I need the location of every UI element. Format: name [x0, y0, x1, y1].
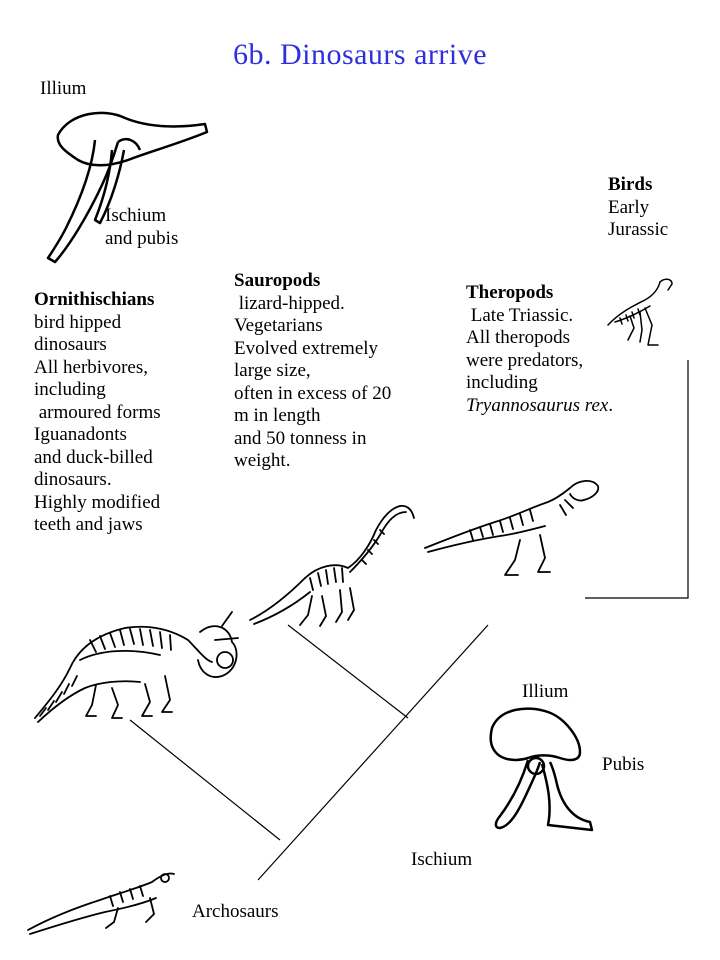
sauropods-line: weight. — [234, 450, 291, 471]
clade-line-bird-bracket — [585, 360, 688, 598]
ornithischians-line: All herbivores, — [34, 356, 148, 378]
label-and-pubis: and pubis — [105, 227, 179, 249]
theropods-line: All theropods — [466, 327, 570, 348]
theropods-species-line: Tryannosaurus rex. — [466, 395, 613, 418]
archosaur-skeleton-icon — [28, 873, 174, 934]
theropods-line: Late Triassic. — [466, 304, 574, 326]
sauropods-line: Evolved extremely — [234, 337, 379, 359]
birds-heading: Birds — [608, 174, 653, 195]
label-illium-bottom: Illium — [522, 681, 569, 702]
label-ischium-bottom: Ischium — [411, 849, 473, 870]
ornithischians-text: Ornithischians bird hipped dinosaurs All… — [34, 289, 161, 537]
triceratops-skeleton-icon — [35, 612, 238, 722]
theropods-line: including — [466, 372, 538, 393]
sauropods-line: large size, — [234, 360, 311, 381]
theropods-species: Tryannosaurus rex — [466, 394, 609, 416]
birds-line: Early — [608, 196, 650, 218]
ornithischians-line: dinosaurs. — [34, 469, 112, 490]
bird-hip-pelvis-icon — [48, 113, 207, 262]
tyrannosaurus-skeleton-icon — [425, 481, 598, 575]
theropods-heading: Theropods — [466, 282, 554, 303]
theropods-line: were predators, — [466, 349, 584, 371]
ornithischians-line: including — [34, 379, 106, 400]
birds-line: Jurassic — [608, 219, 669, 240]
theropods-text: Theropods Late Triassic. All theropods w… — [466, 282, 613, 417]
ornithischians-line: Highly modified — [34, 491, 161, 513]
sauropods-line: and 50 tonness in — [234, 427, 367, 449]
clade-line-archosaur-trunk — [258, 625, 488, 880]
label-pubis: Pubis — [602, 754, 645, 775]
birds-text: Birds Early Jurassic — [608, 174, 668, 242]
sauropods-heading: Sauropods — [234, 270, 321, 291]
sauropods-line: m in length — [234, 405, 321, 426]
ornithischians-line: dinosaurs — [34, 334, 107, 355]
sauropod-skeleton-icon — [250, 506, 414, 626]
ornithischians-line: armoured forms — [34, 401, 161, 423]
sauropods-line: often in excess of 20 — [234, 382, 392, 404]
theropods-species-suffix: . — [608, 394, 614, 416]
sauropods-text: Sauropods lizard-hipped. Vegetarians Evo… — [234, 270, 391, 473]
label-illium-top: Illium — [40, 78, 87, 99]
label-ischium: Ischium — [105, 205, 167, 226]
sauropods-line: Vegetarians — [234, 315, 323, 336]
clade-line-sauropod-branch — [288, 625, 408, 718]
sauropods-line: lizard-hipped. — [234, 292, 345, 314]
ornithischians-line: Iguanadonts — [34, 424, 127, 445]
label-archosaurs: Archosaurs — [192, 901, 279, 922]
cladogram-lines — [130, 360, 688, 880]
page-title: 6b. Dinosaurs arrive — [232, 38, 488, 71]
label-ischium-and-pubis: Ischium and pubis — [105, 205, 178, 250]
ornithischians-line: bird hipped — [34, 311, 122, 333]
ornithischians-line: and duck-billed — [34, 446, 153, 468]
bird-skeleton-icon — [608, 279, 672, 345]
ornithischians-line: teeth and jaws — [34, 514, 143, 535]
clade-line-ornithischian-branch — [130, 720, 280, 840]
ornithischians-heading: Ornithischians — [34, 289, 155, 310]
lizard-hip-pelvis-icon — [491, 709, 592, 830]
